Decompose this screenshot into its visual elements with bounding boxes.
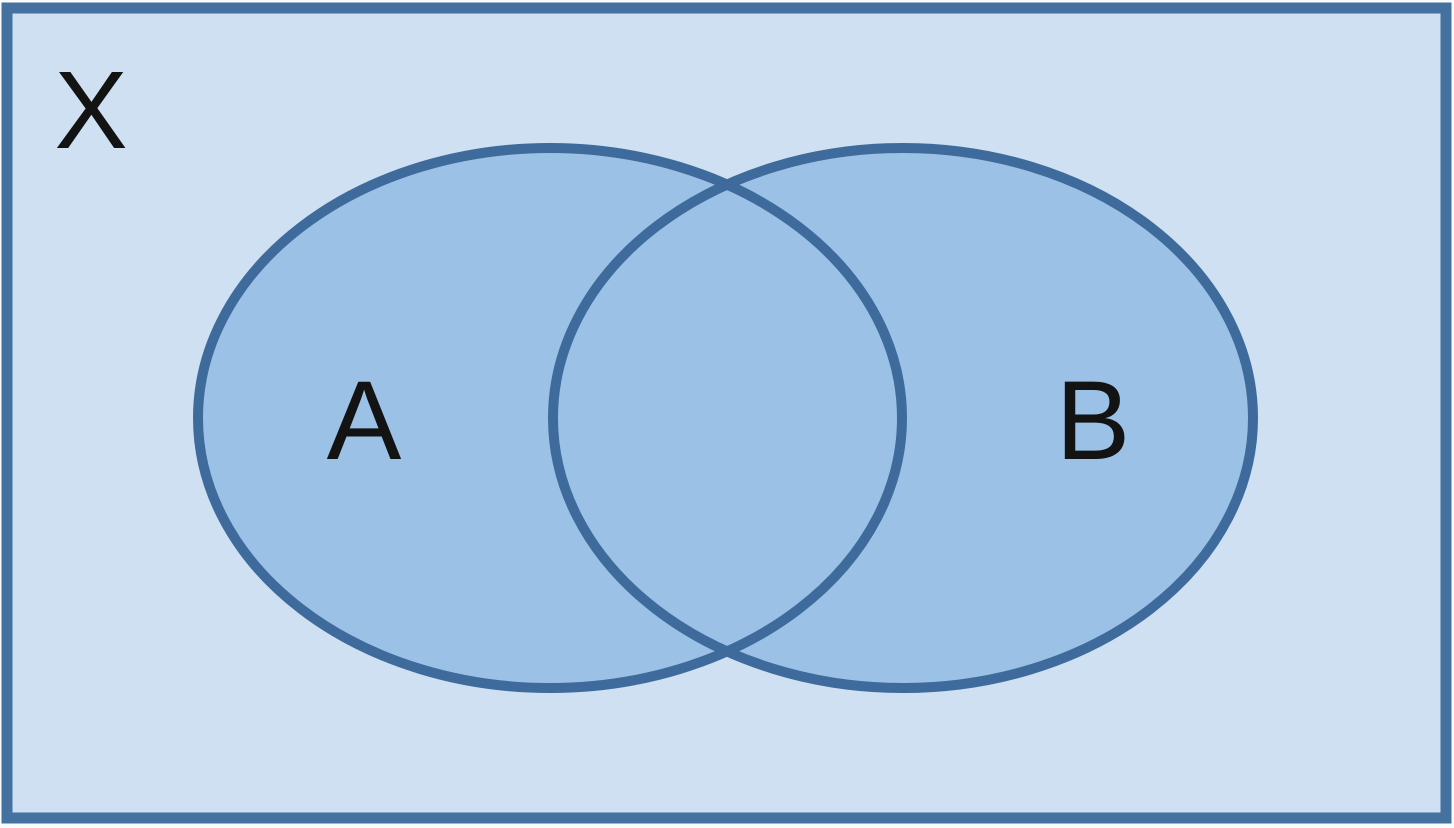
set-b-ellipse [548, 143, 1258, 693]
set-a-ellipse [193, 143, 907, 693]
universe-label: X [54, 49, 128, 172]
set-b-label: B [1055, 358, 1131, 483]
set-a-label: A [326, 358, 402, 483]
